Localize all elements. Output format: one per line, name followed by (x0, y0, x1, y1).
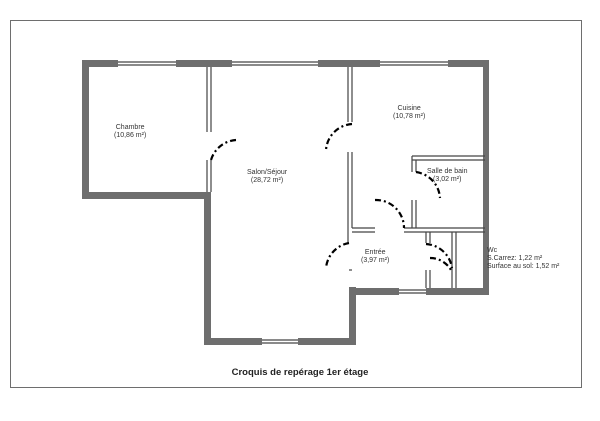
room-area: (10,86 m²) (114, 132, 147, 139)
room-area: (3,97 m²) (361, 257, 390, 264)
room-name: Chambre (115, 124, 145, 131)
room-area: (28,72 m²) (250, 177, 284, 184)
room-cuisine-label: Cuisine (10,78 m²) (393, 105, 425, 121)
plan-title: Croquis de repérage 1er étage (231, 367, 369, 378)
room-sol: Surface au sol: 1,52 m² (487, 263, 560, 270)
walls (82, 60, 489, 345)
room-chambre-label: Chambre (10,86 m²) (114, 124, 146, 140)
room-wc-label: Wc S.Carrez: 1,22 m² Surface au sol: 1,5… (487, 247, 559, 271)
room-name: Salle de bain (427, 168, 468, 175)
room-area: (10,78 m²) (393, 113, 426, 120)
drawing-frame (10, 20, 582, 388)
room-name: Salon/Séjour (247, 169, 288, 176)
room-name: Entrée (364, 249, 386, 256)
room-carrez: S.Carrez: 1,22 m² (487, 255, 543, 262)
room-entree-label: Entrée (3,97 m²) (361, 249, 389, 265)
room-sdb-label: Salle de bain (3,02 m²) (427, 168, 467, 184)
partitions (118, 61, 485, 344)
room-salon-label: Salon/Séjour (28,72 m²) (247, 169, 287, 185)
room-name: Wc (487, 247, 498, 254)
room-name: Cuisine (397, 105, 421, 112)
room-area: (3,02 m²) (433, 176, 462, 183)
door-swings (209, 122, 454, 273)
